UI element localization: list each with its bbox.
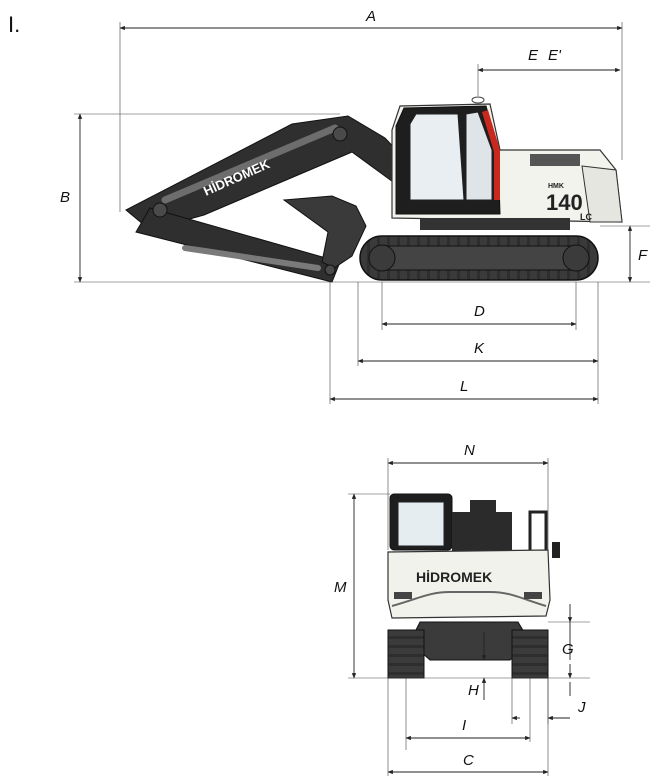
dim-label-N: N bbox=[464, 442, 475, 459]
model-suffix: LC bbox=[580, 212, 592, 222]
arm bbox=[135, 207, 341, 283]
right-track bbox=[511, 629, 549, 679]
arm-pin bbox=[152, 202, 168, 218]
dim-label-G: G bbox=[562, 641, 574, 658]
sprocket-wheel bbox=[562, 244, 590, 272]
boom-pin bbox=[332, 126, 348, 142]
front-view: HİDROMEK bbox=[387, 493, 560, 679]
red-accent-stripe bbox=[482, 110, 500, 200]
front-dimensions: N M G H J I C bbox=[334, 442, 590, 776]
left-track bbox=[387, 629, 425, 679]
dim-label-C: C bbox=[463, 752, 474, 769]
mirror-icon bbox=[552, 542, 560, 558]
boom bbox=[125, 115, 421, 231]
track-frame bbox=[379, 245, 579, 271]
dim-label-K: K bbox=[474, 340, 485, 357]
dim-label-E: E bbox=[528, 47, 539, 64]
model-number: 140 bbox=[546, 190, 583, 215]
dim-label-H: H bbox=[468, 682, 479, 699]
exhaust-stack bbox=[452, 512, 512, 552]
engine-grille bbox=[530, 154, 580, 166]
dim-label-A: A bbox=[365, 8, 376, 25]
dim-label-I: I bbox=[462, 717, 466, 734]
cab-rear-window bbox=[465, 111, 493, 201]
dim-label-M: M bbox=[334, 579, 347, 596]
dim-label-J: J bbox=[577, 699, 586, 716]
idler-wheel bbox=[368, 244, 396, 272]
arm-cylinder bbox=[182, 245, 321, 271]
side-view: HİDROMEK 140 LC HMK bbox=[125, 96, 623, 283]
dim-label-B: B bbox=[60, 189, 70, 206]
model-prefix: HMK bbox=[548, 183, 564, 190]
turntable bbox=[420, 218, 570, 230]
dim-label-D: D bbox=[474, 303, 485, 320]
air-filter bbox=[470, 500, 496, 518]
dim-label-F: F bbox=[638, 247, 648, 264]
section-number: I. bbox=[8, 12, 20, 37]
front-brand-text: HİDROMEK bbox=[416, 569, 492, 585]
dim-label-L: L bbox=[460, 378, 468, 395]
counterweight bbox=[581, 165, 623, 223]
handrail bbox=[528, 510, 548, 560]
rear-light-left bbox=[394, 592, 412, 599]
boom-cylinder bbox=[161, 124, 339, 204]
dim-label-E-prime: E' bbox=[548, 47, 562, 64]
side-dimensions: A E E' B F D K L bbox=[60, 8, 650, 404]
beacon-icon bbox=[471, 96, 485, 104]
front-cab-window bbox=[397, 501, 445, 547]
counterweight-curve bbox=[391, 591, 547, 607]
rear-light-right bbox=[524, 592, 542, 599]
bucket-pin bbox=[324, 264, 336, 276]
bucket bbox=[282, 195, 367, 269]
cab-window bbox=[409, 113, 465, 201]
